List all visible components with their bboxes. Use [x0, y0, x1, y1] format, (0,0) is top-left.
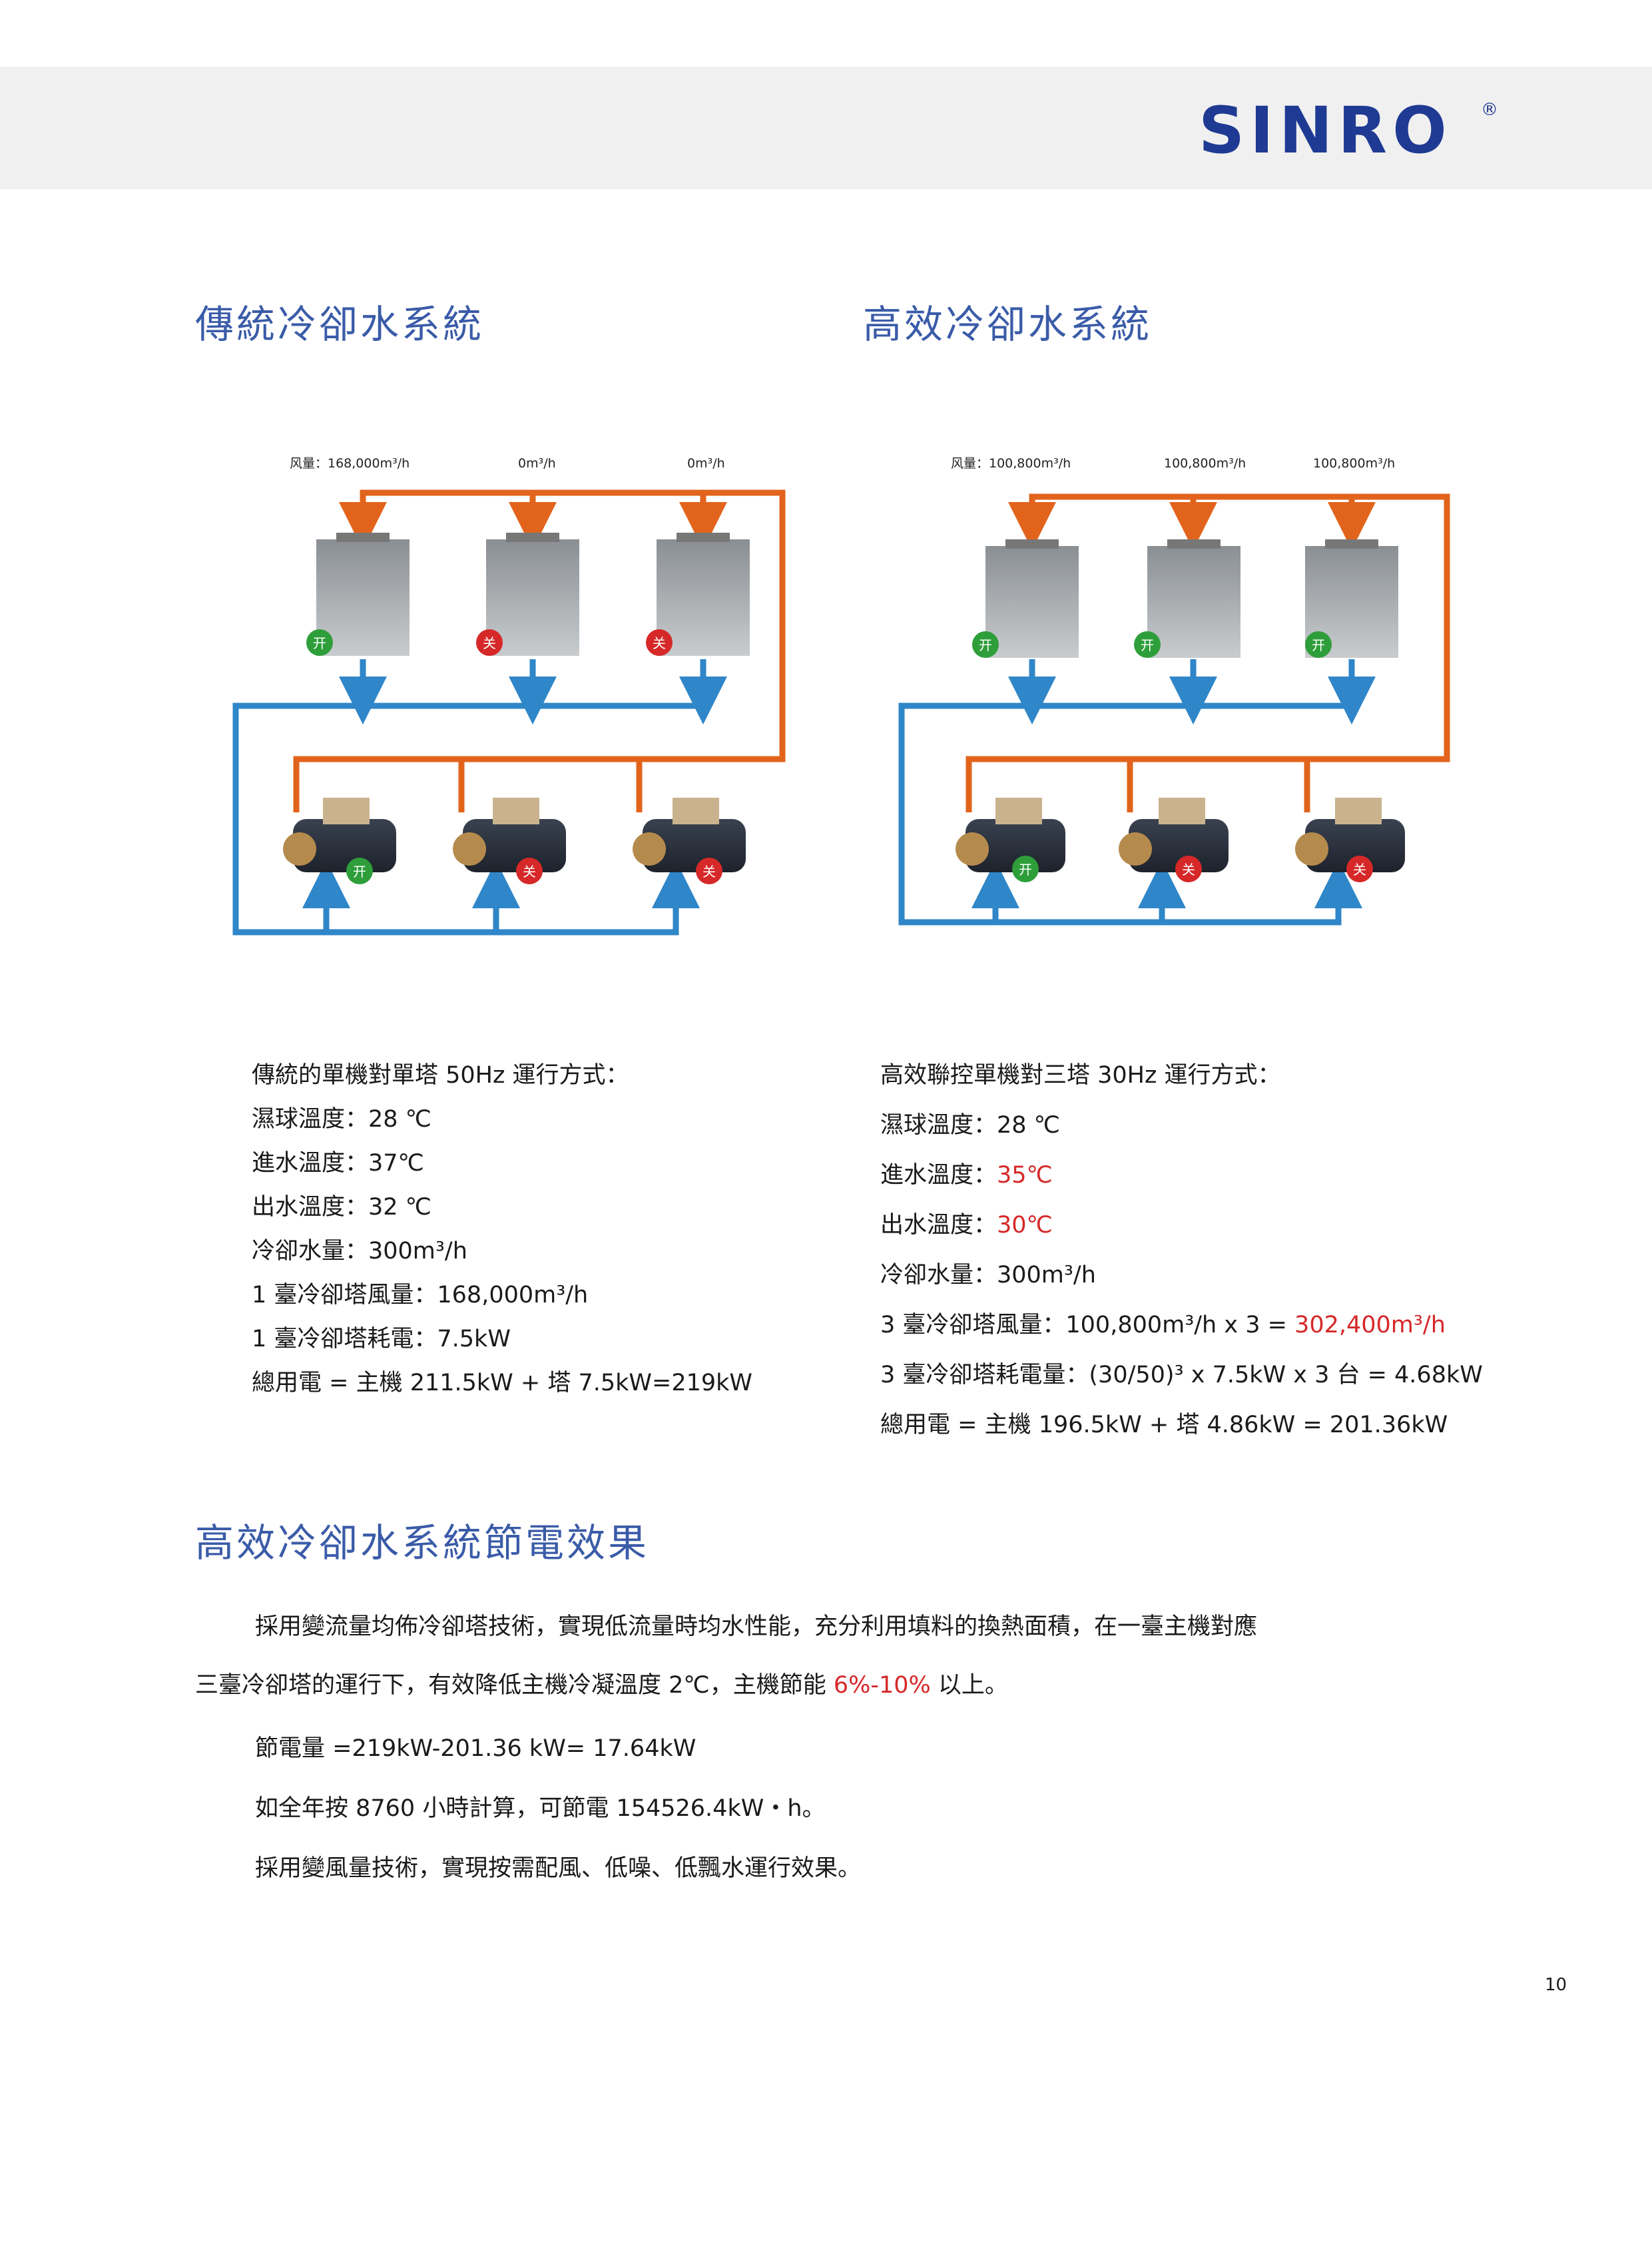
left-spec-line: 總用電 = 主機 211.5kW + 塔 7.5kW=219kW: [252, 1370, 753, 1396]
svg-text:关: 关: [653, 635, 666, 651]
right-flow-label-2: 100,800m³/h: [1164, 456, 1246, 471]
header-band: [0, 67, 1652, 189]
left-spec-line: 1 臺冷卻塔耗電：7.5kW: [252, 1326, 511, 1352]
right-chiller-1: [956, 798, 1065, 872]
effect-paragraph-1: 採用變流量均佈冷卻塔技術，實現低流量時均水性能，充分利用填料的換熱面積，在一臺主…: [255, 1613, 1258, 1640]
svg-text:关: 关: [483, 635, 496, 651]
svg-text:关: 关: [1353, 862, 1366, 878]
left-chiller-2: [453, 798, 566, 872]
right-flow-label-1: 风量：100,800m³/h: [951, 456, 1071, 471]
left-cooling-tower-2: [486, 533, 579, 656]
right-flow-label-3: 100,800m³/h: [1313, 456, 1395, 471]
right-spec-line: 出水溫度：30℃: [880, 1212, 1053, 1239]
svg-text:开: 开: [979, 637, 992, 653]
right-spec-list: 高效聯控單機對三塔 30Hz 運行方式： 濕球溫度：28 ℃ 進水溫度：35℃ …: [880, 1051, 1483, 1450]
left-flow-label-1: 风量：168,000m³/h: [290, 456, 410, 471]
left-chiller-1: [283, 798, 396, 872]
svg-text:关: 关: [702, 864, 716, 880]
svg-text:开: 开: [1141, 637, 1154, 653]
right-chiller-3: [1295, 798, 1405, 872]
effect-section-title: 高效冷卻水系統節電效果: [195, 1520, 650, 1565]
right-cooling-tower-3: [1305, 539, 1398, 658]
effect-paragraph-3: 節電量 =219kW-201.36 kW= 17.64kW: [255, 1735, 696, 1762]
right-chiller-1-status-icon: [1012, 856, 1039, 882]
right-spec-line: 3 臺冷卻塔耗電量：(30/50)³ x 7.5kW x 3 台 = 4.68k…: [880, 1362, 1483, 1388]
right-chiller-3-status-icon: [1346, 856, 1373, 882]
left-chiller-1-status-icon: [346, 858, 373, 884]
right-cooling-tower-1: [985, 539, 1079, 658]
outlet-temp-highlight: 30℃: [997, 1212, 1053, 1239]
total-airflow-highlight: 302,400m³/h: [1294, 1312, 1446, 1338]
brand-registered-mark: ®: [1481, 100, 1498, 120]
page-number: 10: [1545, 1975, 1567, 1995]
energy-saving-highlight: 6%-10%: [833, 1672, 931, 1699]
left-spec-line: 濕球溫度：28 ℃: [252, 1106, 431, 1133]
left-spec-line: 進水溫度：37℃: [252, 1150, 424, 1177]
svg-text:关: 关: [523, 864, 536, 880]
svg-text:开: 开: [1312, 637, 1325, 653]
left-cooling-tower-1: [316, 533, 410, 656]
left-system-diagram: 风量：168,000m³/h 0m³/h 0m³/h 开 关 关 开 关 关: [232, 456, 786, 936]
left-flow-label-3: 0m³/h: [687, 456, 725, 471]
right-system-diagram: 风量：100,800m³/h 100,800m³/h 100,800m³/h 开…: [898, 456, 1450, 926]
left-spec-line: 傳統的單機對單塔 50Hz 運行方式：: [252, 1062, 629, 1089]
right-chiller-2-status-icon: [1175, 856, 1202, 882]
effect-paragraph-5: 採用變風量技術，實現按需配風、低噪、低飄水運行效果。: [255, 1855, 862, 1882]
left-chiller-3: [633, 798, 746, 872]
left-tower-2-status-icon: [476, 629, 503, 656]
left-spec-line: 出水溫度：32 ℃: [252, 1194, 431, 1221]
right-spec-line: 濕球溫度：28 ℃: [880, 1112, 1060, 1139]
inlet-temp-highlight: 35℃: [997, 1162, 1053, 1189]
brand-logo: SINRO: [1199, 93, 1452, 168]
right-spec-line: 冷卻水量：300m³/h: [880, 1262, 1096, 1288]
left-spec-line: 1 臺冷卻塔風量：168,000m³/h: [252, 1282, 589, 1308]
right-spec-line: 3 臺冷卻塔風量：100,800m³/h x 3 = 302,400m³/h: [880, 1312, 1446, 1338]
right-spec-line: 進水溫度：35℃: [880, 1162, 1053, 1189]
right-tower-3-status-icon: [1305, 631, 1332, 658]
left-cooling-tower-3: [657, 533, 750, 656]
left-section-title: 傳統冷卻水系統: [195, 302, 485, 347]
left-spec-list: 傳統的單機對單塔 50Hz 運行方式： 濕球溫度：28 ℃ 進水溫度：37℃ 出…: [252, 1053, 752, 1405]
svg-text:开: 开: [313, 635, 326, 651]
left-chiller-2-status-icon: [516, 858, 543, 884]
effect-paragraph-4: 如全年按 8760 小時計算，可節電 154526.4kW・h。: [255, 1795, 826, 1822]
right-tower-2-status-icon: [1134, 631, 1161, 658]
left-chiller-3-status-icon: [696, 858, 722, 884]
left-cold-water-pipe: [232, 659, 679, 936]
left-tower-1-status-icon: [306, 629, 333, 656]
effect-paragraph-2: 三臺冷卻塔的運行下，有效降低主機冷凝溫度 2℃，主機節能 6%-10% 以上。: [195, 1672, 1008, 1699]
right-chiller-2: [1119, 798, 1229, 872]
right-tower-1-status-icon: [972, 631, 999, 658]
right-cooling-tower-2: [1147, 539, 1240, 658]
svg-text:开: 开: [1019, 862, 1032, 878]
right-spec-line: 高效聯控單機對三塔 30Hz 運行方式：: [880, 1062, 1281, 1089]
right-section-title: 高效冷卻水系統: [863, 302, 1153, 347]
left-spec-line: 冷卻水量：300m³/h: [252, 1238, 467, 1264]
left-flow-label-2: 0m³/h: [518, 456, 556, 471]
svg-text:开: 开: [353, 864, 366, 880]
left-tower-3-status-icon: [646, 629, 673, 656]
right-spec-line: 總用電 = 主機 196.5kW + 塔 4.86kW = 201.36kW: [880, 1412, 1448, 1438]
svg-text:关: 关: [1182, 862, 1195, 878]
right-cold-water-pipe: [898, 702, 1352, 926]
